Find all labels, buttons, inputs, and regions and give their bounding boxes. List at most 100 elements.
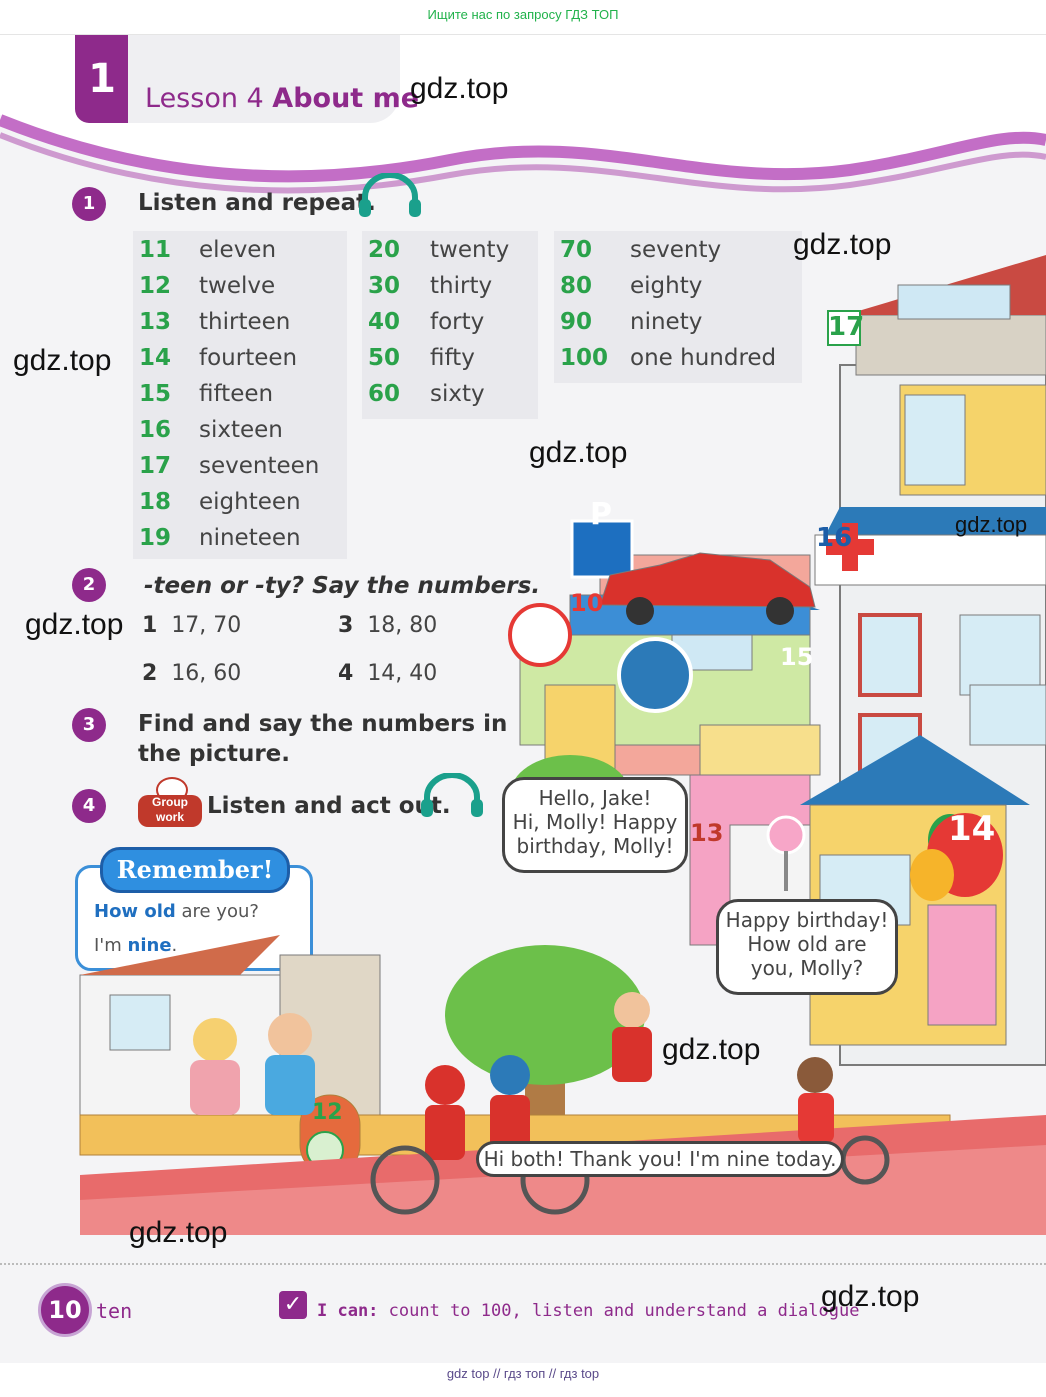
headphones-icon[interactable] [419,773,485,819]
page-word: ten [96,1299,133,1323]
exercise-4-badge: 4 [72,789,106,823]
exercise-2-item: 1 17, 70 [142,613,241,638]
number-word: seventy [630,237,722,263]
i-can-text: count to 100, listen and understand a di… [378,1301,860,1321]
number-word: eighty [630,273,703,299]
number-digits: 14 [139,345,172,371]
number-word: sixty [430,381,485,407]
number-word: seventeen [199,453,320,479]
number-row: 50 fifty [368,345,608,381]
number-digits: 17 [139,453,172,479]
item-text: 18, 80 [367,613,438,638]
number-word: fourteen [199,345,298,371]
number-digits: 40 [368,309,401,335]
item-number: 2 [142,661,158,686]
unit-number-tab: 1 [75,35,129,123]
bubble-line: Hi, Molly! Happy [512,810,678,834]
remember-answer-end: . [171,935,178,956]
headphones-icon[interactable] [357,173,423,219]
number-digits: 50 [368,345,401,371]
watermark: gdz.top [25,608,124,641]
number-row: 16 sixteen [139,417,379,453]
number-word: fifteen [199,381,274,407]
picture-number-14: 14 [948,809,996,849]
picture-number-13: 13 [690,819,724,847]
number-digits: 80 [560,273,593,299]
item-number: 3 [338,613,354,638]
checkbox-icon: ✓ [279,1291,307,1319]
number-word: one hundred [630,345,777,371]
number-digits: 20 [368,237,401,263]
exercise-2-instruction: -teen or -ty? Say the numbers. [144,573,541,599]
number-digits: 30 [368,273,401,299]
footer-divider [0,1263,1046,1265]
exercise-2-item: 2 16, 60 [142,661,241,686]
speech-bubble-3: Hi both! Thank you! I'm nine today. [476,1141,844,1177]
number-word: ninety [630,309,703,335]
number-digits: 13 [139,309,172,335]
bubble-line: Happy birthday! [725,908,889,932]
exercise-3-badge: 3 [72,708,106,742]
exercise-4-instruction: Listen and act out. [207,793,451,819]
watermark: gdz.top [410,72,509,105]
bottom-links[interactable]: gdz top // гдз топ // гдз top [446,1366,600,1381]
number-row: 17 seventeen [139,453,379,489]
remember-question: How old are you? [94,901,259,922]
exercise-1-instruction: Listen and repeat. [138,190,376,216]
remember-title: Remember! [100,847,290,893]
picture-number-10: 10 [570,589,604,617]
bubble-line: Hello, Jake! [538,786,652,810]
item-text: 16, 60 [171,661,242,686]
item-number: 4 [338,661,354,686]
exercise-3-instruction-line2: the picture. [138,741,291,767]
number-word: twenty [430,237,510,263]
number-word: sixteen [199,417,283,443]
number-word: thirty [430,273,493,299]
lesson-name: About me [272,83,420,114]
remember-question-rest: are you? [175,901,259,922]
watermark: gdz.top [793,228,892,261]
number-row: 60 sixty [368,381,608,417]
item-text: 17, 70 [171,613,242,638]
number-row: 14 fourteen [139,345,379,381]
number-digits: 16 [139,417,172,443]
top-banner[interactable]: Ищите нас по запросу ГДЗ ТОП [0,0,1046,35]
textbook-page: 1 Lesson 4 About me 1 Listen and repeat.… [0,35,1046,1363]
picture-number-17: 17 [828,312,865,342]
i-can-label: I can: [317,1301,379,1321]
remember-answer-highlight: nine [127,935,172,956]
number-digits: 60 [368,381,401,407]
number-word: twelve [199,273,276,299]
remember-question-highlight: How old [94,901,176,922]
picture-number-12: 12 [312,1100,343,1125]
remember-answer-start: I'm [94,935,128,956]
exercise-2-item: 3 18, 80 [338,613,437,638]
number-row: 20 twenty [368,237,608,273]
picture-number-16: 16 [816,523,853,553]
number-digits: 11 [139,237,172,263]
watermark: gdz.top [662,1033,761,1066]
lesson-title: Lesson 4 About me [145,83,419,114]
number-word: fifty [430,345,475,371]
lesson-tab [128,35,400,123]
number-digits: 19 [139,525,172,551]
exercise-3-instruction-line1: Find and say the numbers in [138,711,508,737]
group-work-icon: Group work [138,777,202,829]
item-number: 1 [142,613,158,638]
watermark: gdz.top [529,436,628,469]
bubble-line: birthday, Molly! [516,834,674,858]
number-word: eighteen [199,489,301,515]
remember-answer: I'm nine. [94,935,177,956]
watermark: gdz.top [129,1216,228,1249]
speech-bubble-1: Hello, Jake! Hi, Molly! Happy birthday, … [502,777,688,873]
picture-number-15: 15 [780,643,814,671]
